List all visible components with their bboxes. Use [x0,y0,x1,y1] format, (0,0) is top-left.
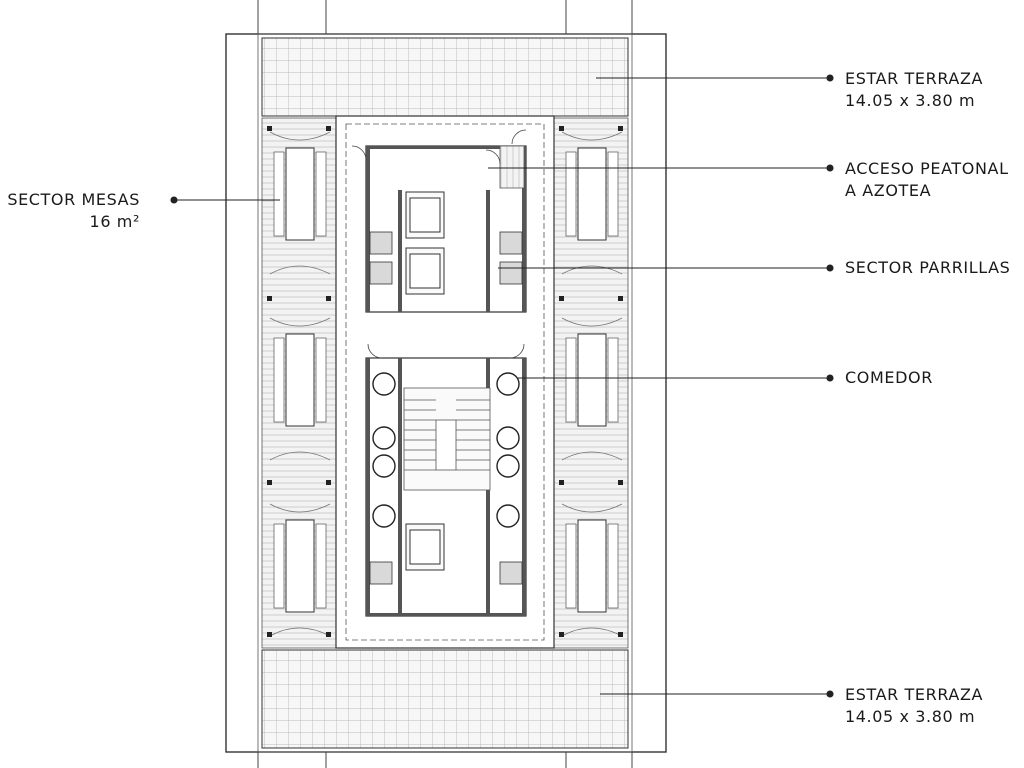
building-extensions [257,0,633,768]
label-line: SECTOR PARRILLAS [845,258,1011,277]
label-line: SECTOR MESAS [7,190,140,209]
label-comedor: COMEDOR [845,367,933,389]
label-line: 16 m² [89,212,140,231]
dining-tables [372,372,520,528]
terrace-top [261,37,629,117]
leader-lines [170,74,834,698]
terrace-bottom [261,649,629,749]
doors [351,129,527,359]
label-estar-terraza-bottom: ESTAR TERRAZA 14.05 x 3.80 m [845,684,983,728]
label-acceso-peatonal: ACCESO PEATONAL A AZOTEA [845,158,1009,202]
columns [267,126,623,637]
table-clusters-left [269,131,331,637]
label-estar-terraza-top: ESTAR TERRAZA 14.05 x 3.80 m [845,68,983,112]
label-line: A AZOTEA [845,181,932,200]
label-sector-mesas: SECTOR MESAS 16 m² [7,189,140,233]
elevators [405,191,445,571]
label-line: ACCESO PEATONAL [845,159,1009,178]
label-line: 14.05 x 3.80 m [845,91,976,110]
stairs [403,145,525,491]
label-line: 14.05 x 3.80 m [845,707,976,726]
label-line: ESTAR TERRAZA [845,685,984,704]
label-sector-parrillas: SECTOR PARRILLAS [845,257,1010,279]
label-line: COMEDOR [845,368,933,387]
label-line: ESTAR TERRAZA [845,69,984,88]
table-clusters-right [561,131,623,637]
